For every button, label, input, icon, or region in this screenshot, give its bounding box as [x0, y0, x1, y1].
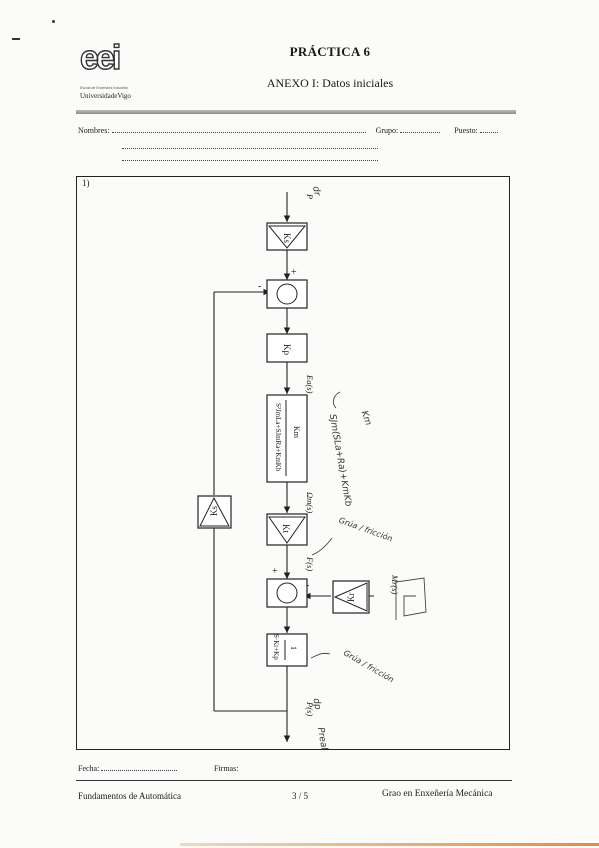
- motor-note-numerator: Km: [359, 410, 373, 427]
- kt-label: Kt: [281, 524, 291, 533]
- footer-page-number: 3 / 5: [292, 791, 309, 801]
- output-handwriting: Preal: [315, 727, 329, 752]
- ks-block: [266, 222, 308, 251]
- kp-block: [266, 333, 308, 363]
- feedback-block: [197, 495, 232, 529]
- header-rule: [76, 110, 516, 114]
- input-handwriting: dr: [310, 186, 322, 198]
- mr-signal-label: Mr(s): [390, 574, 400, 595]
- ea-signal-label: Ea(s): [305, 374, 315, 394]
- footer-degree: Grao en Enxeñería Mecánica: [382, 789, 493, 799]
- grua-note-arrow-lower: [310, 652, 331, 659]
- sum2-plus-sign: +: [272, 566, 278, 577]
- puesto-field[interactable]: [479, 132, 498, 133]
- firmas-label: Firmas:: [214, 764, 239, 773]
- kr-label: Kr: [346, 593, 356, 603]
- motor-note-denominator: SJm(SLa+Ra)+KmKb: [327, 413, 353, 507]
- nombres-label: Nombres:: [78, 126, 110, 135]
- output-handwriting-top: dp: [310, 697, 322, 710]
- ks-label: Ks: [282, 233, 292, 243]
- motor-note-bracket: [332, 391, 341, 409]
- grupo-field[interactable]: [400, 132, 441, 133]
- page-subtitle: ANEXO I: Datos iniciales: [266, 76, 394, 90]
- sum1-minus-sign: -: [258, 281, 261, 292]
- sum-junction-2-box: [266, 578, 308, 608]
- fecha-text: Fecha:: [78, 764, 100, 773]
- kp-label: Kp: [282, 344, 292, 355]
- fecha-field[interactable]: [101, 770, 178, 771]
- nombres-field-line-3[interactable]: [122, 160, 378, 161]
- load-block: [266, 633, 308, 667]
- input-signal-label: P: [305, 193, 315, 199]
- sum-junction-1-box: [266, 279, 308, 309]
- footer-rule: [76, 780, 512, 781]
- logo-university-text: UniversidadeVigo: [80, 92, 131, 100]
- kr-block: [332, 580, 370, 614]
- footer-course: Fundamentos de Automática: [78, 791, 181, 801]
- motor-denominator: S²JmLa+SJmRa+KmKb: [274, 403, 282, 472]
- question-number: 1): [82, 178, 90, 188]
- motor-numerator: Km: [292, 426, 301, 439]
- nombres-field-line-2[interactable]: [122, 148, 378, 149]
- grua-note-upper: Grúa / fricción: [338, 515, 395, 544]
- disturbance-scribble: [395, 577, 427, 620]
- feedback-label: Ks: [209, 506, 219, 516]
- motor-block: [266, 394, 308, 483]
- sum2-minus-sign: -: [306, 580, 309, 591]
- fecha-label: Fecha:: [78, 764, 178, 773]
- sum1-plus-sign: +: [291, 267, 297, 278]
- omega-signal-label: Ωm(s): [305, 492, 315, 513]
- scan-speck: [12, 38, 20, 40]
- load-denominator: S·Kt+Kp: [272, 634, 280, 660]
- grua-note-lower: Grúa / fricción: [342, 647, 396, 684]
- load-numerator: 1: [289, 646, 298, 650]
- question-frame: [76, 176, 510, 750]
- page-title: PRÁCTICA 6: [289, 44, 371, 59]
- scan-speck: [52, 20, 55, 23]
- f-signal-label: F(s): [305, 556, 315, 571]
- names-row: Nombres: Grupo: Puesto:: [78, 126, 518, 135]
- kt-block: [266, 513, 308, 546]
- eei-logo: eei: [79, 39, 122, 77]
- logo-school-text: Escola de Enxeñaría Industrial: [80, 86, 128, 90]
- scan-edge-stain: [180, 843, 599, 846]
- grupo-label: Grupo:: [375, 126, 399, 135]
- nombres-field[interactable]: [111, 132, 366, 133]
- output-signal-label: P(s): [305, 701, 315, 716]
- puesto-label: Puesto:: [454, 126, 478, 135]
- grua-note-arrow: [311, 537, 333, 556]
